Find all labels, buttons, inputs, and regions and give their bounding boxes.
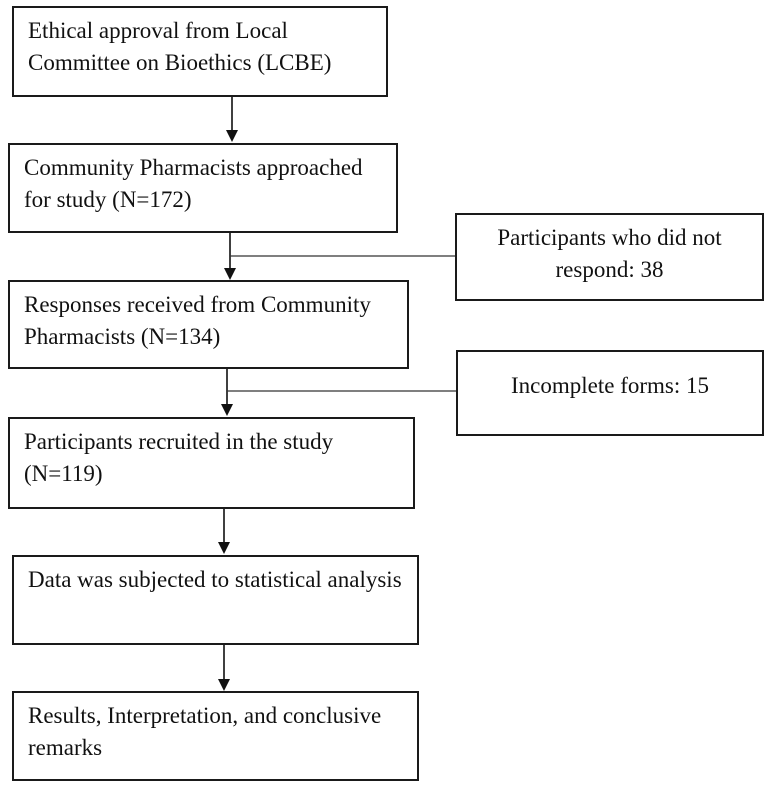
step-pharmacists-approached: Community Pharmacists approached for stu… [8, 143, 398, 233]
step-pharmacists-approached-text: Community Pharmacists approached for stu… [24, 155, 363, 212]
step-ethical-approval-text: Ethical approval from Local Committee on… [28, 18, 332, 75]
step-responses-received: Responses received from Community Pharma… [8, 280, 409, 369]
exclusion-non-response-text: Participants who did not respond: 38 [497, 225, 722, 282]
exclusion-incomplete-forms: Incomplete forms: 15 [456, 350, 764, 436]
step-responses-received-text: Responses received from Community Pharma… [24, 292, 371, 349]
step-statistical-analysis-text: Data was subjected to statistical analys… [28, 567, 402, 592]
step-results-text: Results, Interpretation, and conclusive … [28, 703, 382, 760]
step-statistical-analysis: Data was subjected to statistical analys… [12, 555, 419, 645]
step-participants-recruited: Participants recruited in the study (N=1… [8, 417, 415, 509]
exclusion-non-response: Participants who did not respond: 38 [455, 213, 764, 301]
exclusion-incomplete-forms-text: Incomplete forms: 15 [510, 373, 709, 398]
step-participants-recruited-text: Participants recruited in the study (N=1… [24, 429, 334, 486]
step-ethical-approval: Ethical approval from Local Committee on… [12, 6, 388, 97]
step-results: Results, Interpretation, and conclusive … [12, 691, 419, 781]
